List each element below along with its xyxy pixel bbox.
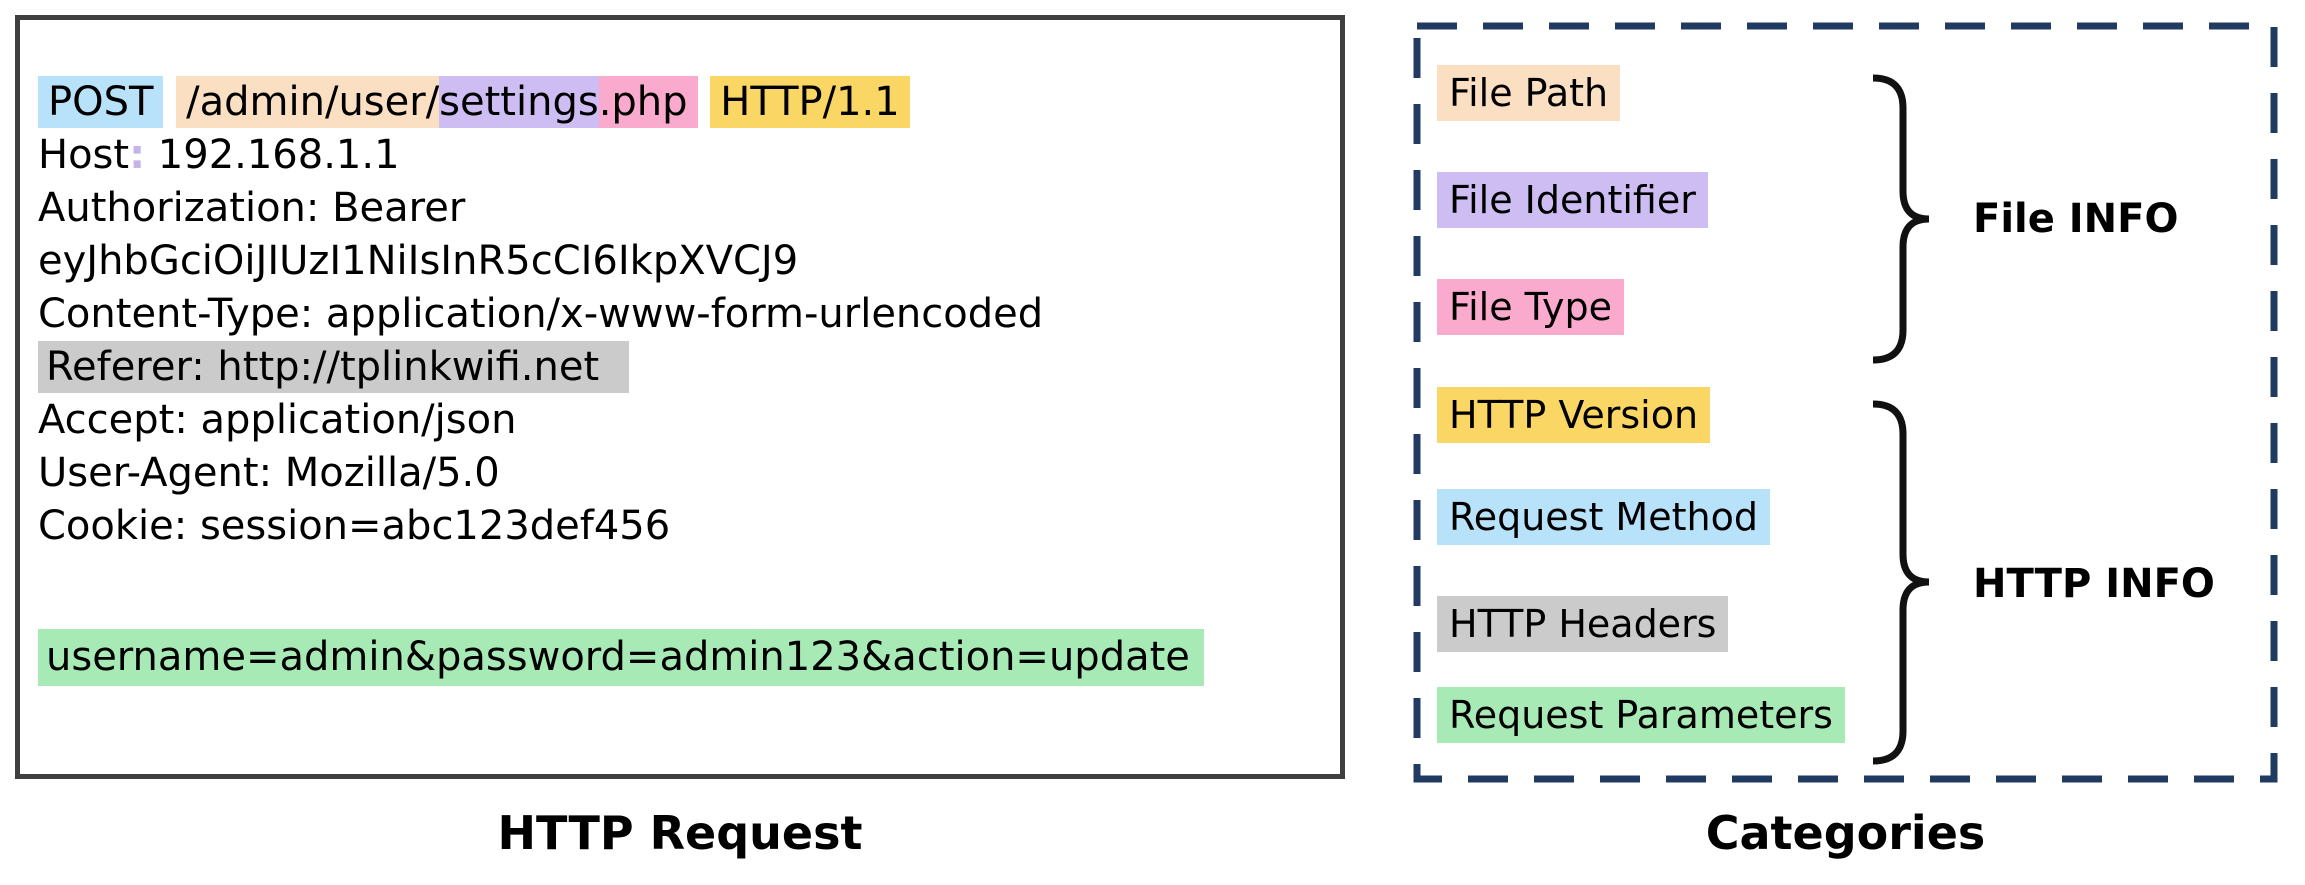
file-info-brace-icon (1872, 74, 1930, 364)
category-file-path: File Path (1437, 65, 1621, 121)
http-version-highlight: HTTP/1.1 (710, 76, 910, 128)
file-type-highlight: .php (598, 76, 698, 128)
authorization-header-line: Authorization: Bearer (38, 185, 466, 231)
http-version-chip: HTTP Version (1437, 387, 1711, 443)
http-request-text: POST /admin/user/settings.php HTTP/1.1 H… (20, 20, 1340, 691)
categories-dashed-border (1413, 22, 2278, 783)
cookie-header-line: Cookie: session=abc123def456 (38, 503, 671, 549)
file-path-highlight: /admin/user/ (176, 76, 440, 128)
category-file-identifier: File Identifier (1437, 172, 1708, 228)
file-type-chip: File Type (1437, 279, 1624, 335)
host-header-value: 192.168.1.1 (145, 132, 400, 178)
http-info-brace-icon (1872, 400, 1930, 765)
category-http-headers: HTTP Headers (1437, 596, 1729, 652)
request-method-chip: Request Method (1437, 489, 1770, 545)
http-headers-chip: HTTP Headers (1437, 596, 1729, 652)
category-file-type: File Type (1437, 279, 1624, 335)
http-request-caption: HTTP Request (497, 806, 863, 860)
category-http-version: HTTP Version (1437, 387, 1711, 443)
request-body-line: username=admin&password=admin123&action=… (38, 629, 1340, 691)
request-body-highlight: username=admin&password=admin123&action=… (38, 629, 1204, 686)
file-identifier-highlight: settings (439, 76, 599, 128)
http-request-box: POST /admin/user/settings.php HTTP/1.1 H… (15, 15, 1345, 779)
host-header-colon: : (129, 132, 146, 178)
referer-header-line: Referer: http://tplinkwifi.net (38, 341, 1340, 394)
request-method-highlight: POST (38, 76, 164, 128)
content-type-header-line: Content-Type: application/x-www-form-url… (38, 291, 1044, 337)
file-path-chip: File Path (1437, 65, 1621, 121)
accept-header-line: Accept: application/json (38, 397, 517, 443)
file-identifier-chip: File Identifier (1437, 172, 1708, 228)
categories-caption: Categories (1705, 806, 1986, 860)
authorization-token-line: eyJhbGciOiJIUzI1NiIsInR5cCI6IkpXVCJ9 (38, 238, 799, 284)
categories-box: File Path File Identifier File Type HTTP… (1413, 22, 2278, 783)
host-header-line: Host: 192.168.1.1 (38, 129, 1340, 182)
category-request-method: Request Method (1437, 489, 1770, 545)
referer-header-highlight: Referer: http://tplinkwifi.net (38, 341, 630, 393)
http-info-label: HTTP INFO (1973, 561, 2215, 607)
request-line: POST /admin/user/settings.php HTTP/1.1 (38, 76, 1340, 129)
request-parameters-chip: Request Parameters (1437, 687, 1845, 743)
user-agent-header-line: User-Agent: Mozilla/5.0 (38, 450, 500, 496)
file-info-label: File INFO (1973, 196, 2179, 242)
category-request-parameters: Request Parameters (1437, 687, 1845, 743)
host-header-name: Host (38, 132, 130, 178)
